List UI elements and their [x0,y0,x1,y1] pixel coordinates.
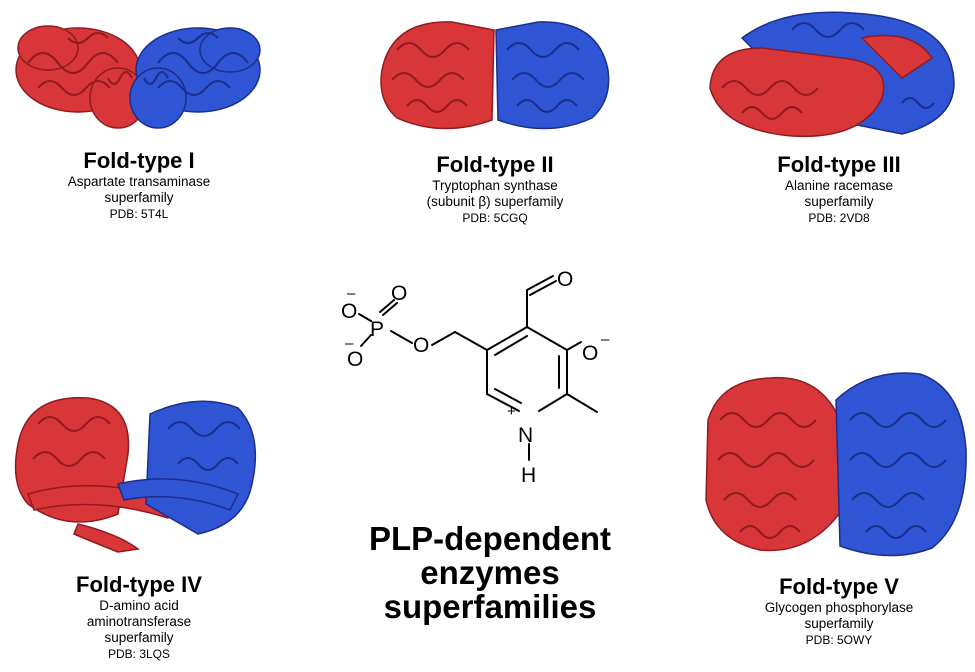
atom-o-phenolate: O [582,342,598,365]
fold-4-caption: Fold-type IV D-amino acid aminotransfera… [14,572,264,662]
center-title-line3: superfamilies [383,588,597,625]
fold-2-desc-line2: (subunit β) superfamily [426,194,564,209]
protein-structure-fold-3 [709,11,955,138]
charge-plus-n: + [507,403,516,420]
fold-2-caption: Fold-type II Tryptophan synthase (subuni… [370,152,620,226]
fold-1-desc-line2: superfamily [104,190,174,205]
atom-o-ester: O [413,334,429,357]
atom-o-aldehyde: O [557,268,573,291]
fold-3-title: Fold-type III [777,152,901,177]
fold-2-title: Fold-type II [436,152,554,177]
fold-3-desc-line1: Alanine racemase [784,178,894,193]
fold-4-title: Fold-type IV [76,572,202,597]
plp-chemical-structure: O O – N + H O P O O – O – [341,268,610,487]
fold-4-desc-line2: aminotransferase [86,614,192,629]
fold-5-pdb: PDB: 5OWY [805,633,873,647]
fold-4-desc-line3: superfamily [104,630,174,645]
atom-h: H [521,464,536,487]
atom-o-phosphate-top: O [391,282,407,305]
fold-3-desc-line2: superfamily [804,194,874,209]
center-title: PLP-dependent enzymes superfamilies [355,522,625,624]
charge-minus-phosphate-bottom: – [345,335,354,352]
protein-structure-fold-4 [14,396,257,553]
fold-2-desc-line1: Tryptophan synthase [432,178,558,193]
fold-5-title: Fold-type V [779,574,899,599]
fold-5-desc-line1: Glycogen phosphorylase [764,600,914,615]
charge-minus-phosphate-left: – [347,285,356,302]
center-title-line2: enzymes [420,554,560,591]
fold-5-desc-line2: superfamily [804,616,874,631]
fold-2-pdb: PDB: 5CGQ [462,211,528,225]
fold-1-title: Fold-type I [83,148,195,173]
fold-4-pdb: PDB: 3LQS [107,647,171,661]
fold-4-desc-line1: D-amino acid [99,598,179,613]
fold-1-caption: Fold-type I Aspartate transaminase super… [14,148,264,222]
fold-1-pdb: PDB: 5T4L [109,207,169,221]
fold-5-caption: Fold-type V Glycogen phosphorylase super… [714,574,964,648]
protein-structure-fold-5 [705,372,967,557]
protein-structure-fold-2 [380,21,610,130]
center-title-line1: PLP-dependent [368,520,611,557]
fold-3-pdb: PDB: 2VD8 [808,211,870,225]
protein-structure-fold-1 [15,25,261,129]
fold-3-caption: Fold-type III Alanine racemase superfami… [714,152,964,226]
atom-o-phosphate-left: O [341,300,357,323]
fold-1-desc-line1: Aspartate transaminase [67,174,211,189]
atom-o-phosphate-bottom: O [347,348,363,371]
atom-p: P [370,318,384,341]
charge-minus-phenolate: – [601,331,610,348]
atom-n: N [518,424,533,447]
